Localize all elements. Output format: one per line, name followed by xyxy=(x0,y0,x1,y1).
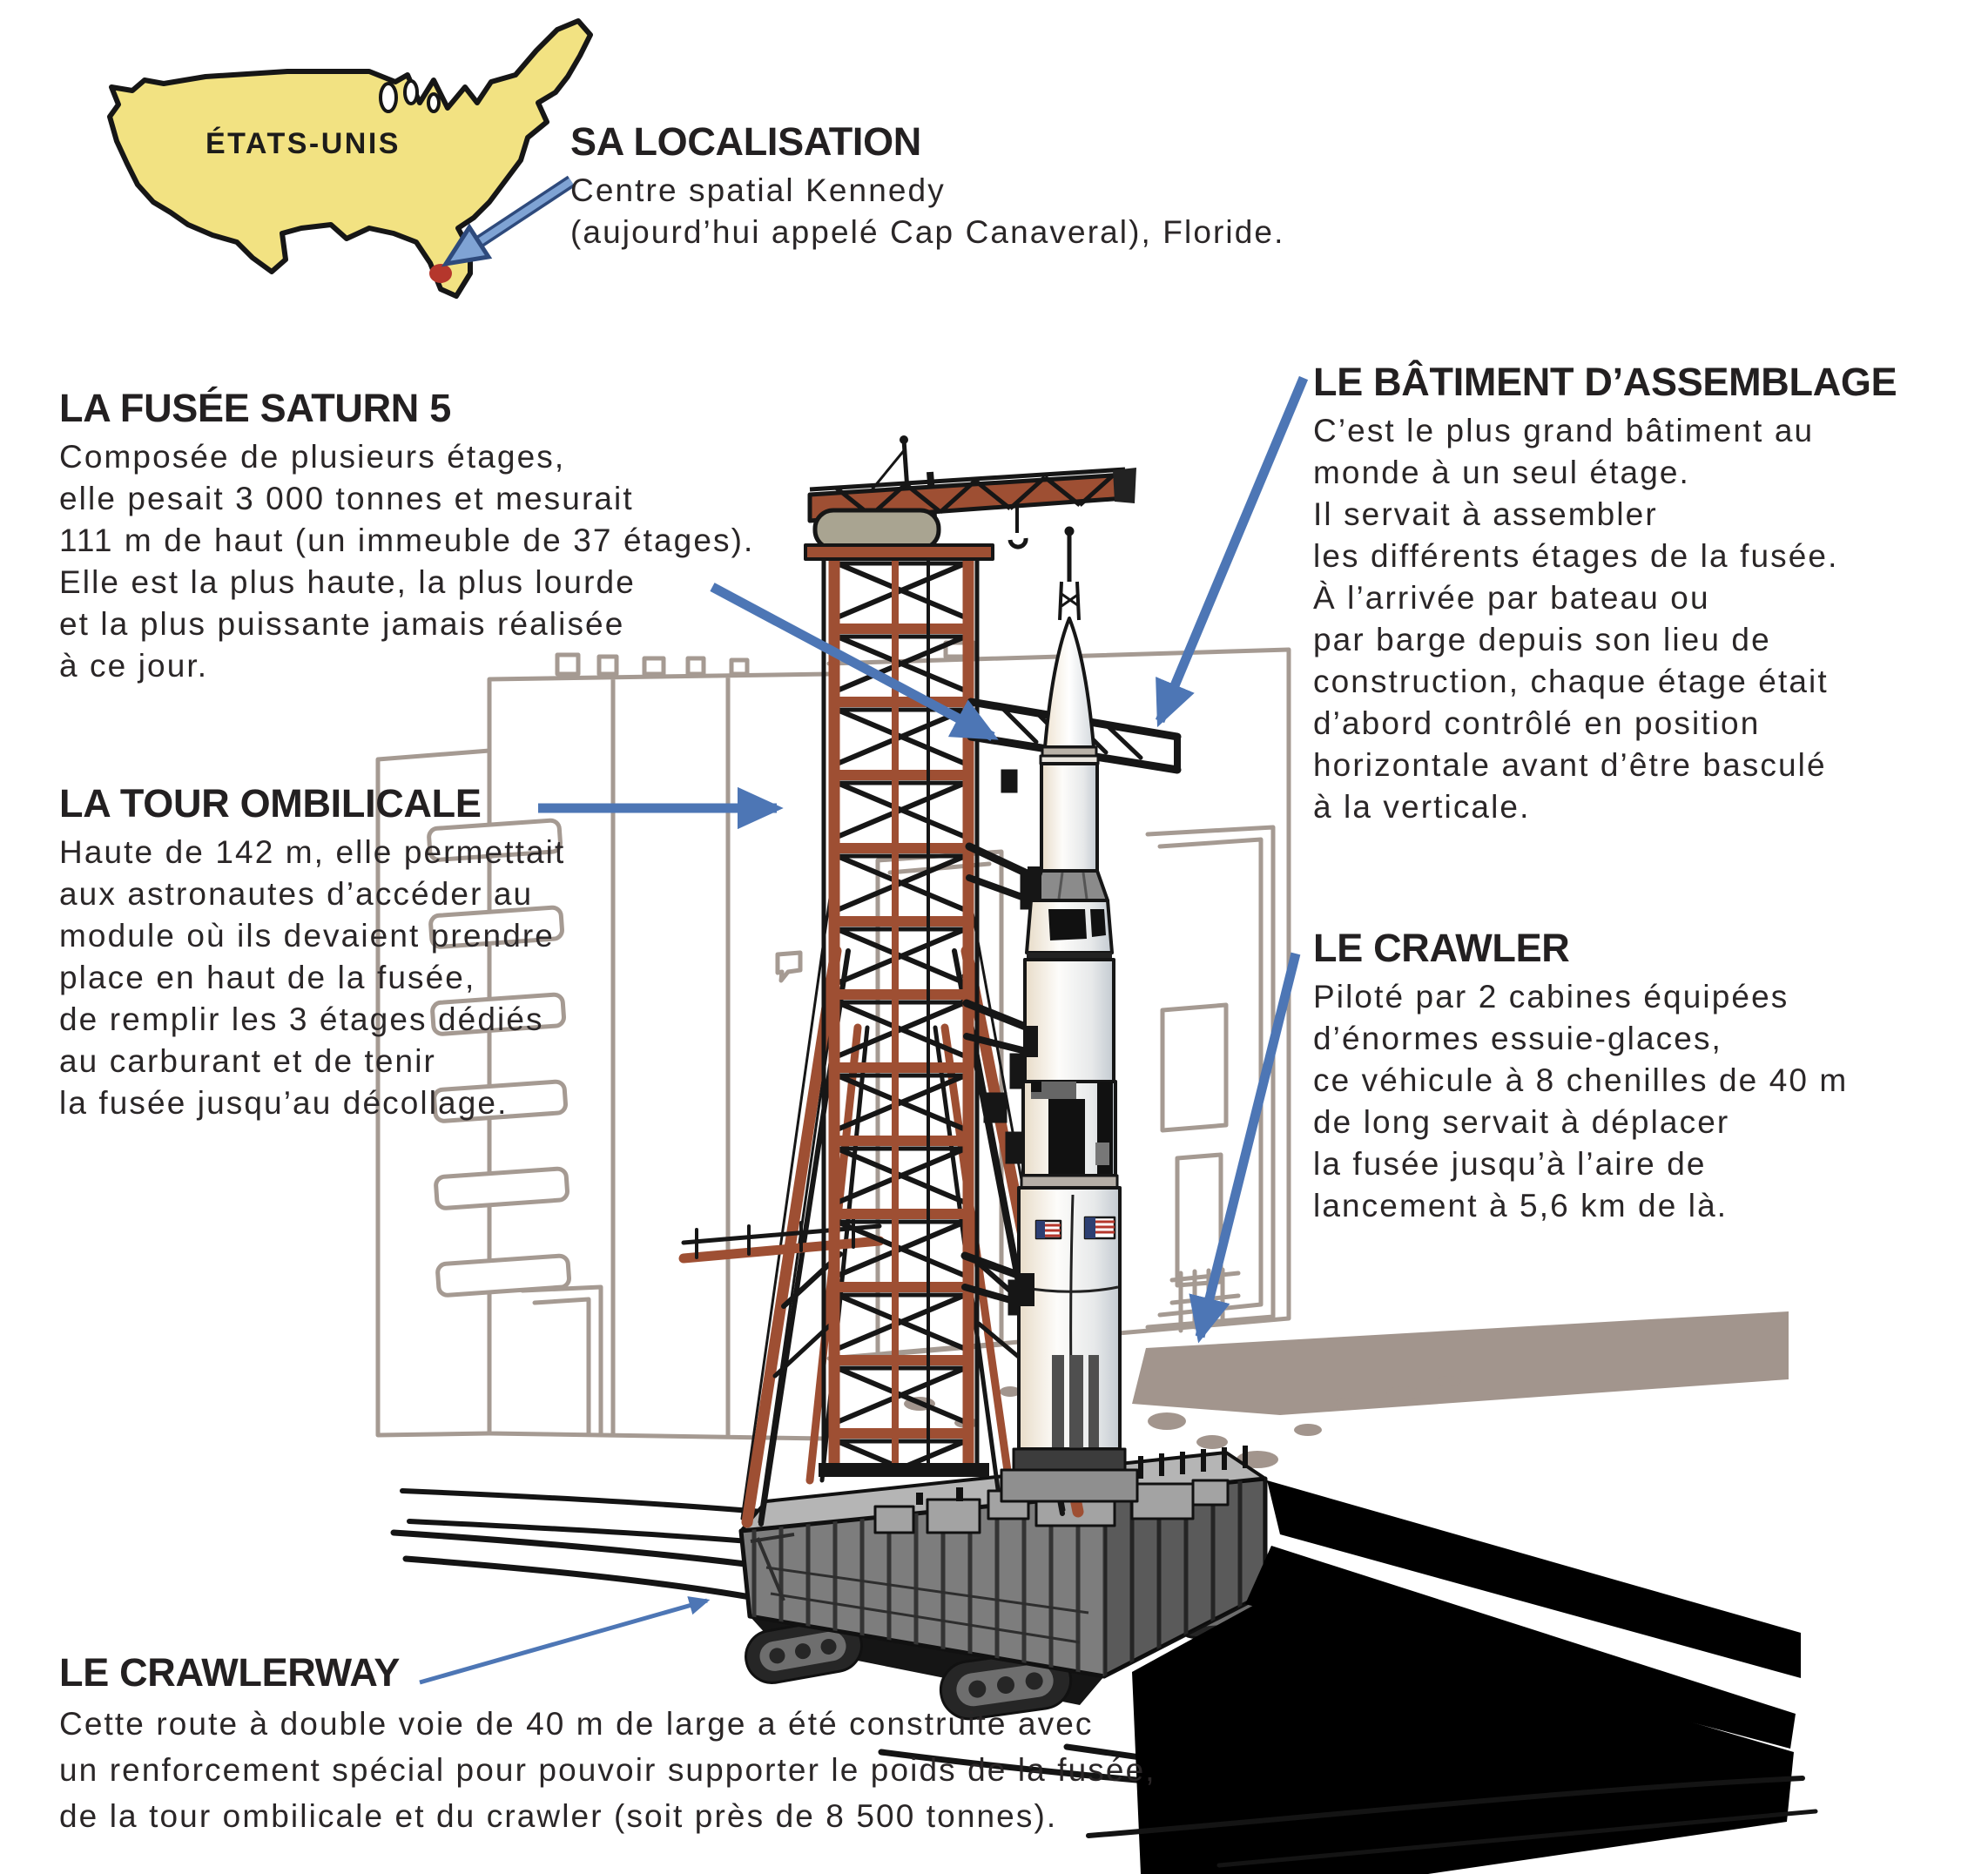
crawlerway-title: LE CRAWLERWAY xyxy=(59,1650,401,1695)
service-module xyxy=(1040,762,1099,873)
crane-jib-tip xyxy=(1113,468,1136,503)
command-module-cone xyxy=(1043,617,1095,749)
map-country-label: ÉTATS-UNIS xyxy=(206,127,401,160)
us-map xyxy=(107,18,593,299)
florida-marker-dot xyxy=(429,264,452,283)
arrow-crawlerway-icon xyxy=(419,1596,711,1685)
launch-support xyxy=(1000,1468,1139,1503)
us-flag-decals xyxy=(1034,1216,1116,1240)
callout-crawler: LE CRAWLER Piloté par 2 cabines équipées… xyxy=(1313,927,1975,1227)
crawler-shadow xyxy=(1132,1480,1801,1874)
crawler-side-face xyxy=(1104,1479,1265,1676)
batiment-title: LE BÂTIMENT D’ASSEMBLAGE xyxy=(1313,360,1897,404)
localisation-title: SA LOCALISATION xyxy=(570,119,921,164)
crawler-title: LE CRAWLER xyxy=(1313,926,1570,970)
crawlerway-tracks-right xyxy=(1086,1776,1818,1868)
great-lakes-icon xyxy=(379,79,441,113)
tour-text: Haute de 142 m, elle permettait aux astr… xyxy=(59,834,566,1121)
crane-cab xyxy=(812,508,941,551)
adapter-collar xyxy=(1029,869,1109,902)
callout-batiment-assemblage: LE BÂTIMENT D’ASSEMBLAGE C’est le plus g… xyxy=(1313,361,1975,828)
crawlerway-text: Cette route à double voie de 40 m de lar… xyxy=(59,1706,1156,1834)
first-stage-stringers xyxy=(1052,1355,1099,1449)
arrow-batiment-icon xyxy=(1155,375,1309,728)
localisation-text: Centre spatial Kennedy (aujourd’hui appe… xyxy=(570,172,1285,250)
arrow-crawler-icon xyxy=(1189,952,1301,1344)
fusee-title: LA FUSÉE SATURN 5 xyxy=(59,386,451,430)
us-flag-icon xyxy=(1083,1216,1116,1240)
vab-window-glyph xyxy=(775,950,803,983)
escape-tower-icon xyxy=(1058,526,1081,621)
crawler-text: Piloté par 2 cabines équipées d’énormes … xyxy=(1313,979,1849,1223)
map-arrow-icon xyxy=(441,175,576,267)
crawler-track-center xyxy=(939,1649,1073,1721)
arrow-saturn5-icon xyxy=(710,583,999,741)
third-stage xyxy=(1023,958,1115,1083)
crane-hook-icon xyxy=(1007,502,1028,549)
callout-tour-ombilicale: LA TOUR OMBILICALE Haute de 142 m, elle … xyxy=(59,782,808,1124)
vab-louvers xyxy=(427,818,571,1298)
callout-crawlerway: LE CRAWLERWAY Cette route à double voie … xyxy=(59,1651,1365,1839)
callout-localisation: SA LOCALISATION Centre spatial Kennedy (… xyxy=(570,120,1424,253)
tour-title: LA TOUR OMBILICALE xyxy=(59,781,482,826)
fusee-text: Composée de plusieurs étages, elle pesai… xyxy=(59,439,755,684)
saturn-v-rocket xyxy=(1000,526,1139,1503)
batiment-text: C’est le plus grand bâtiment au monde à … xyxy=(1313,413,1839,825)
tower-crane xyxy=(804,435,1136,561)
callout-fusee-saturn-5: LA FUSÉE SATURN 5 Composée de plusieurs … xyxy=(59,387,808,687)
crawler-track-left xyxy=(745,1618,863,1684)
us-flag-icon xyxy=(1034,1219,1062,1240)
